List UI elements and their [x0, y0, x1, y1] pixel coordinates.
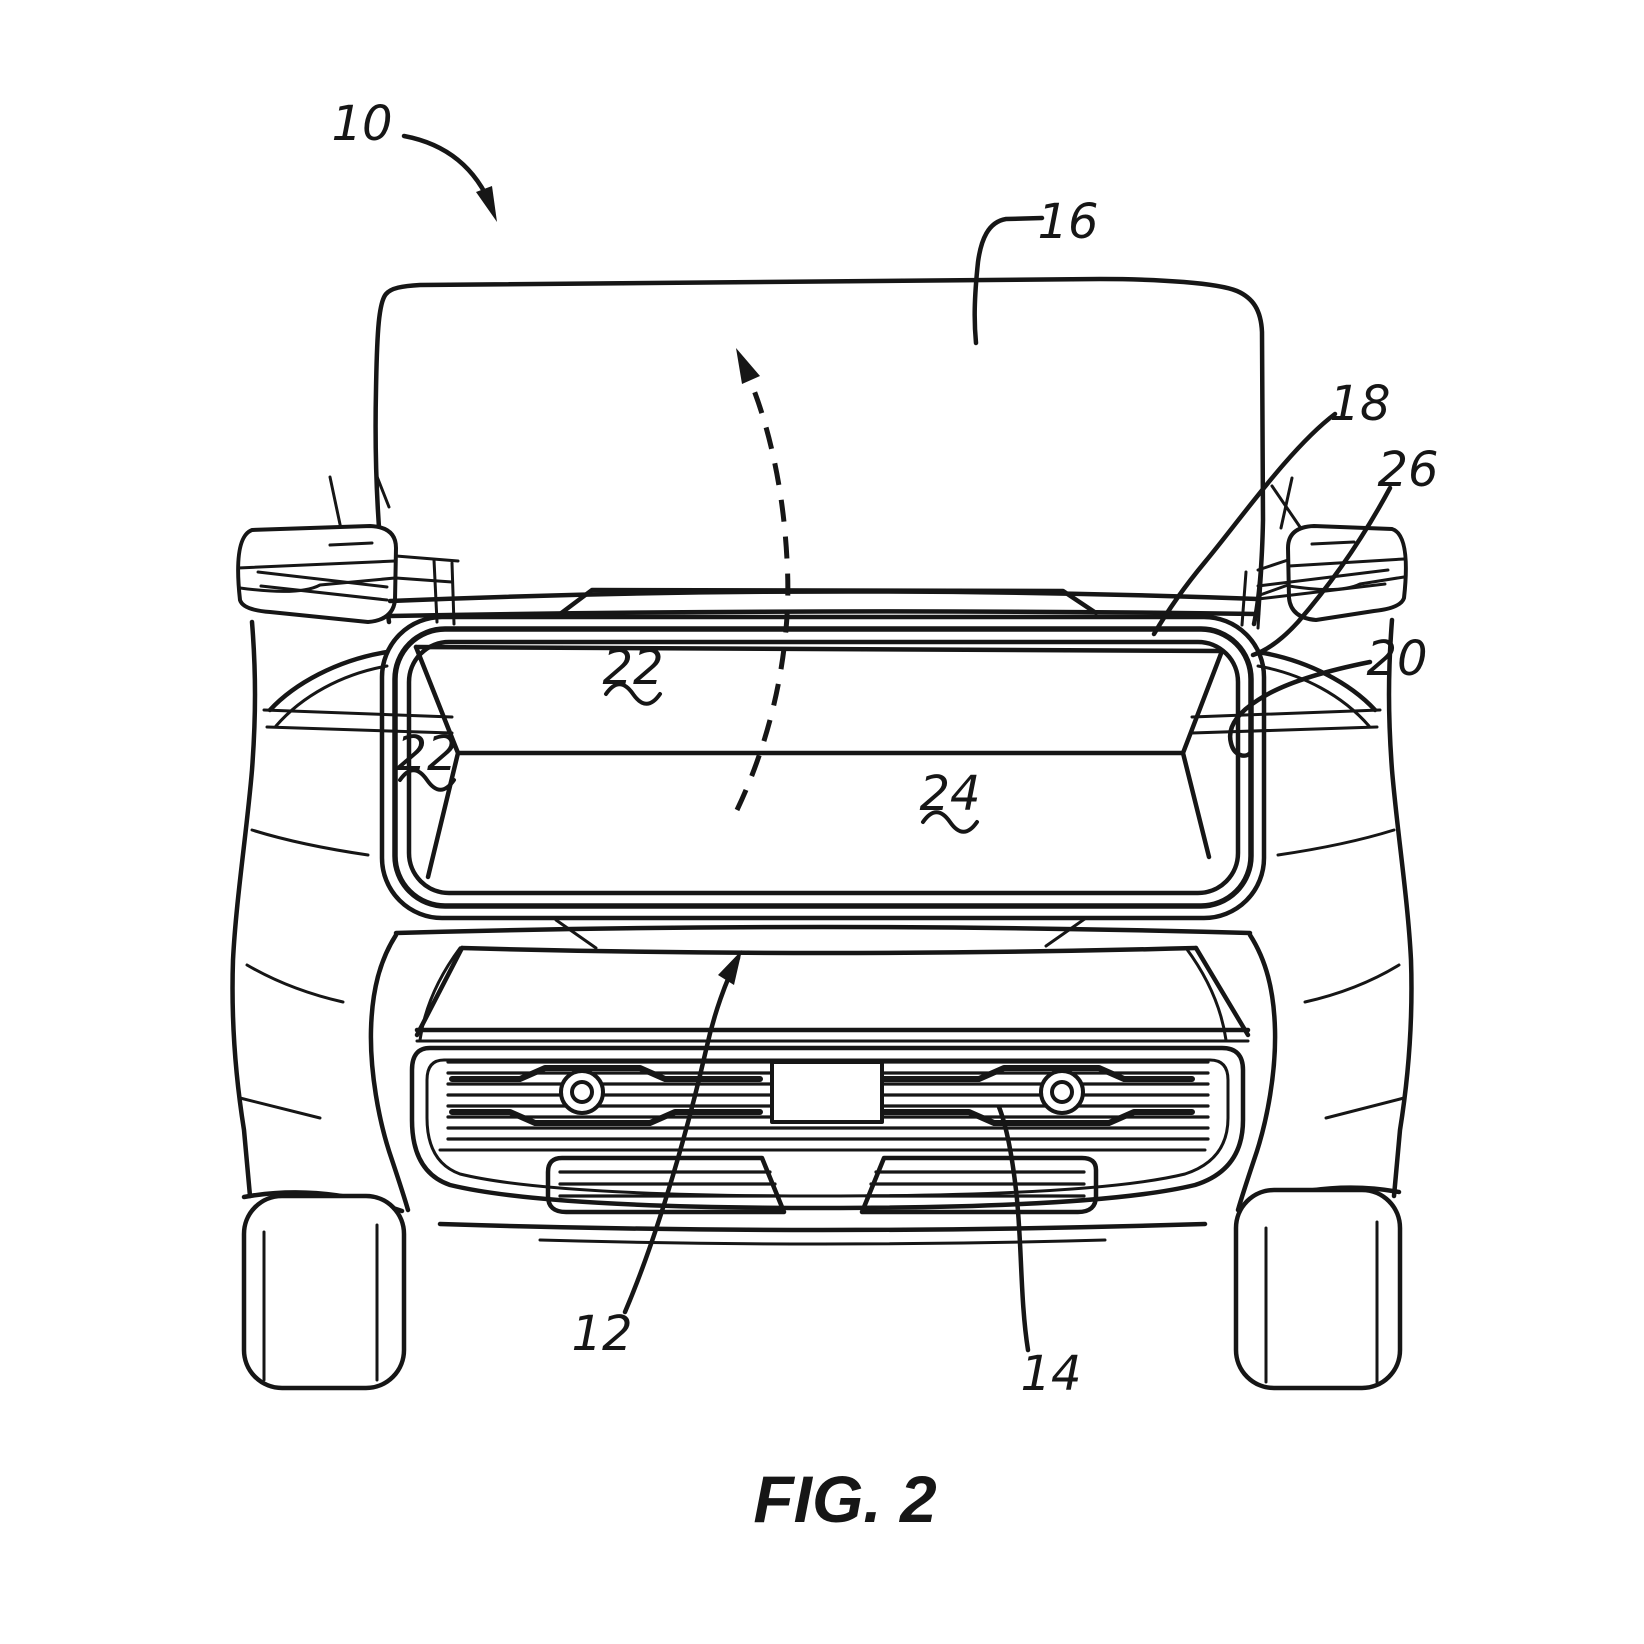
rim-seal: [392, 626, 1254, 909]
lower-intakes: [545, 1155, 1099, 1215]
leader-lines: [401, 133, 1393, 1353]
ref-label-12: 12: [571, 1306, 632, 1362]
reference-labels: 10 16 18 26 20 22 22 24 12 14: [331, 96, 1438, 1402]
sensor-ring-right: [1039, 1069, 1085, 1115]
ref-label-18: 18: [1329, 376, 1390, 432]
wheel-left: [241, 1193, 407, 1391]
ref-label-20: 20: [1366, 631, 1427, 687]
ref-label-10: 10: [331, 96, 392, 152]
leader-10: [401, 133, 497, 222]
frunk-rim: [379, 614, 1267, 936]
leader-20: [1227, 659, 1373, 758]
ref-label-26: 26: [1377, 442, 1438, 498]
frunk-tub: [413, 644, 1225, 880]
leader-18: [1151, 411, 1338, 637]
leader-12: [622, 950, 742, 1315]
arrowhead-up: [736, 348, 760, 384]
ref-label-14: 14: [1020, 1346, 1081, 1402]
leader-14: [996, 1104, 1031, 1353]
leader-16: [972, 215, 1045, 346]
fender-left: [230, 619, 598, 1213]
cowl-lines: [256, 568, 1390, 619]
sensor-ring-left: [559, 1069, 605, 1115]
leader-26: [1250, 485, 1393, 658]
grille: [409, 1045, 1246, 1215]
wheel-right: [1233, 1187, 1403, 1391]
license-plate-bracket: [770, 1060, 884, 1124]
hood-open-arrow: [734, 348, 791, 812]
front-fascia: [241, 945, 1402, 1246]
ref-label-16: 16: [1037, 194, 1098, 250]
figure-caption: FIG. 2: [753, 1462, 937, 1536]
tilde-marks: [398, 682, 979, 834]
